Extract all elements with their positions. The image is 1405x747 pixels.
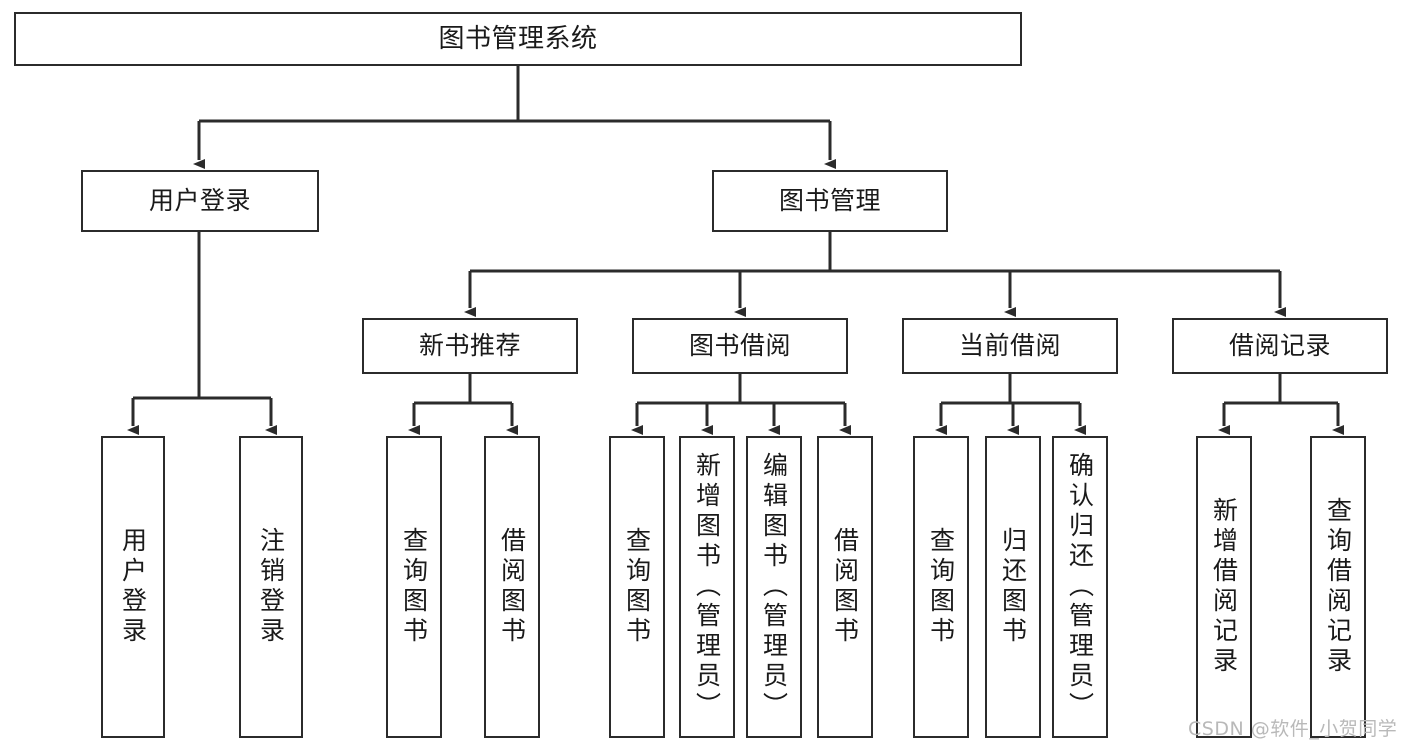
leaf-borrow-query-book[interactable]: 查询图书 [609, 436, 665, 738]
node-current-borrow-label: 当前借阅 [958, 331, 1061, 361]
leaf-recommend-borrow-book-label: 借阅图书 [497, 527, 527, 647]
leaf-current-return-book-label: 归还图书 [998, 527, 1028, 647]
leaf-current-query-book[interactable]: 查询图书 [913, 436, 969, 738]
leaf-borrow-edit-book[interactable]: 编辑图书（管理员） [746, 436, 802, 738]
leaf-add-borrow-record[interactable]: 新增借阅记录 [1196, 436, 1252, 738]
leaf-borrow-add-book-label: 新增图书（管理员） [692, 452, 722, 722]
csdn-watermark: CSDN @软件_小贺同学 [1188, 718, 1398, 740]
node-book-borrow[interactable]: 图书借阅 [632, 318, 848, 374]
leaf-recommend-borrow-book[interactable]: 借阅图书 [484, 436, 540, 738]
node-borrow-records[interactable]: 借阅记录 [1172, 318, 1388, 374]
node-new-book-recommend[interactable]: 新书推荐 [362, 318, 578, 374]
leaf-borrow-query-book-label: 查询图书 [622, 527, 652, 647]
leaf-current-confirm-return-label: 确认归还（管理员） [1065, 452, 1095, 722]
node-book-management[interactable]: 图书管理 [712, 170, 948, 232]
leaf-borrow-lend-book-label: 借阅图书 [830, 527, 860, 647]
leaf-current-confirm-return[interactable]: 确认归还（管理员） [1052, 436, 1108, 738]
leaf-query-borrow-record[interactable]: 查询借阅记录 [1310, 436, 1366, 738]
leaf-recommend-query-book[interactable]: 查询图书 [386, 436, 442, 738]
leaf-user-login[interactable]: 用户登录 [101, 436, 165, 738]
node-root-label: 图书管理系统 [438, 23, 598, 54]
leaf-current-query-book-label: 查询图书 [926, 527, 956, 647]
node-book-borrow-label: 图书借阅 [688, 331, 791, 361]
leaf-borrow-edit-book-label: 编辑图书（管理员） [759, 452, 789, 722]
node-book-management-label: 图书管理 [778, 186, 881, 216]
leaf-add-borrow-record-label: 新增借阅记录 [1209, 497, 1239, 677]
node-user-login[interactable]: 用户登录 [81, 170, 319, 232]
leaf-recommend-query-book-label: 查询图书 [399, 527, 429, 647]
leaf-borrow-lend-book[interactable]: 借阅图书 [817, 436, 873, 738]
node-new-book-recommend-label: 新书推荐 [418, 331, 521, 361]
node-user-login-label: 用户登录 [148, 186, 251, 216]
leaf-borrow-add-book[interactable]: 新增图书（管理员） [679, 436, 735, 738]
node-borrow-records-label: 借阅记录 [1228, 331, 1331, 361]
leaf-user-login-label: 用户登录 [118, 527, 148, 647]
leaf-current-return-book[interactable]: 归还图书 [985, 436, 1041, 738]
leaf-user-logout[interactable]: 注销登录 [239, 436, 303, 738]
node-current-borrow[interactable]: 当前借阅 [902, 318, 1118, 374]
node-root[interactable]: 图书管理系统 [14, 12, 1022, 66]
leaf-query-borrow-record-label: 查询借阅记录 [1323, 497, 1353, 677]
leaf-user-logout-label: 注销登录 [256, 527, 286, 647]
